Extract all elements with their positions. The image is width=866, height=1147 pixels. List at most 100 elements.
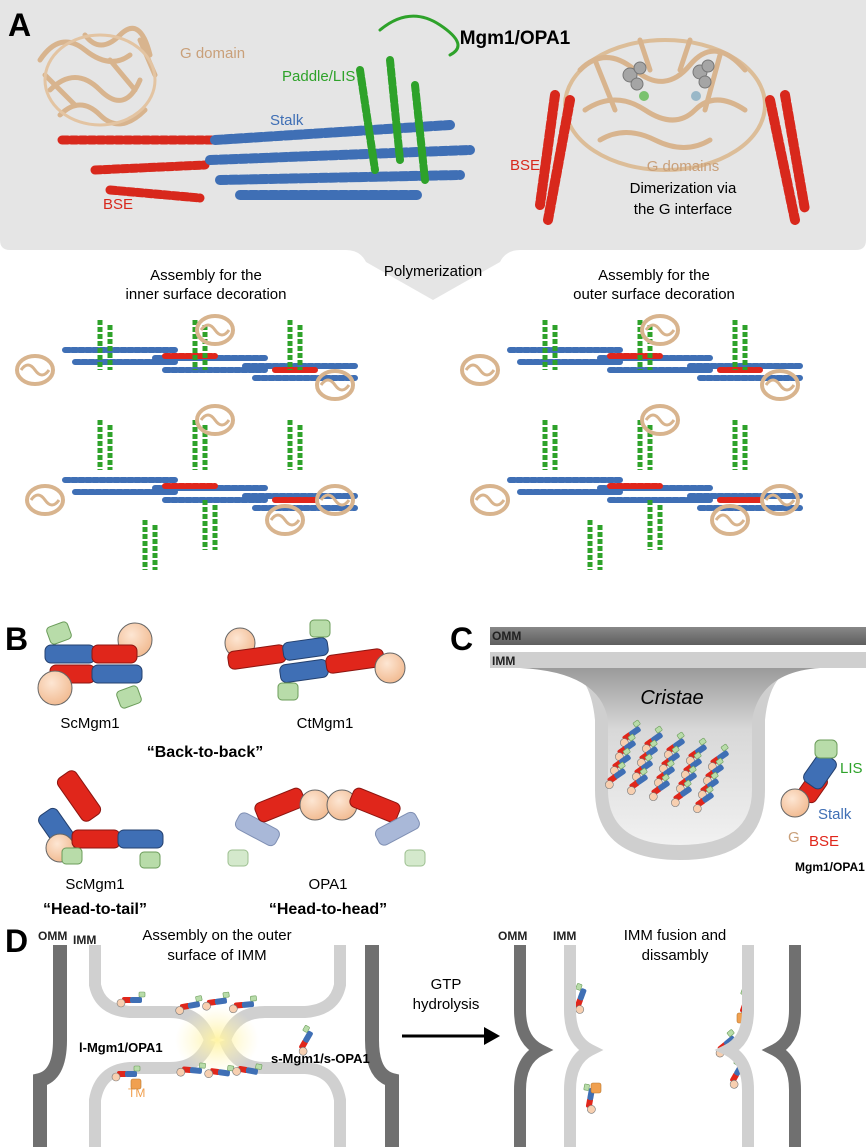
g-domain-blob-strand xyxy=(764,378,796,392)
paddle-block xyxy=(710,771,719,780)
outer-surface-assembly xyxy=(460,314,803,570)
paddle-block xyxy=(649,739,658,748)
right-title-line2: dissambly xyxy=(642,947,709,964)
panel-letter-a: A xyxy=(8,7,31,43)
omm-fused-right xyxy=(761,945,801,1147)
g-domain-blob xyxy=(760,369,800,401)
g-ball xyxy=(298,1046,308,1056)
label-tm: TM xyxy=(128,1086,145,1100)
fusion-site-glow xyxy=(175,1006,259,1074)
imm-fused-right xyxy=(714,945,754,1147)
g-domain-blob xyxy=(460,354,500,386)
paddle-block xyxy=(250,995,257,1002)
stalk-block xyxy=(680,786,692,797)
dynamin-molecule xyxy=(116,991,146,1008)
tm-anchor xyxy=(130,1078,142,1090)
paddle-block xyxy=(617,761,626,770)
g-domain-blob xyxy=(470,484,510,516)
panel-c: C OMM IMM Cristae LIS Stalk G BSE Mgm1/O… xyxy=(450,621,866,874)
paddle-block xyxy=(575,983,583,991)
label-bse: BSE xyxy=(103,196,133,213)
g-domain-blob-strand xyxy=(29,493,61,507)
legend-lis: LIS xyxy=(840,760,863,777)
stalk-block xyxy=(214,997,228,1005)
outer-assembly-title-line2: outer surface decoration xyxy=(573,286,735,303)
g-domain-blob-strand xyxy=(644,413,676,427)
paddle-helix-monomer xyxy=(356,14,460,184)
lattice-molecule xyxy=(627,767,648,795)
polymerization-label: Polymerization xyxy=(384,263,482,280)
dimer4-name: OPA1 xyxy=(309,876,348,893)
paddle-block xyxy=(683,779,692,788)
g-ball xyxy=(605,780,614,789)
outer-assembly-title-line1: Assembly for the xyxy=(598,267,710,284)
label-g-domains: G domains xyxy=(647,158,720,175)
stalk-block xyxy=(125,1071,137,1077)
dimer2-name: CtMgm1 xyxy=(297,715,354,732)
right-title-line1: IMM fusion and xyxy=(624,927,727,944)
label-imm-d-left: IMM xyxy=(73,933,96,947)
paddle-block xyxy=(583,1083,590,1091)
paddle-block xyxy=(715,757,724,766)
label-g-domain: G domain xyxy=(180,45,245,62)
lattice-molecule xyxy=(671,779,692,807)
gdp-spheres xyxy=(622,59,715,91)
arrow-label-line1: GTP xyxy=(431,976,462,993)
stalk-block xyxy=(217,1069,231,1077)
paddle-block xyxy=(639,767,648,776)
lattice-molecule xyxy=(693,785,714,813)
stalk-block xyxy=(658,780,670,791)
arrow-label-line2: hydrolysis xyxy=(413,996,480,1013)
paddle-block xyxy=(661,773,670,782)
stalk-block xyxy=(577,988,587,1001)
paddle-block xyxy=(666,759,675,768)
paddle-block xyxy=(688,765,697,774)
g-domain-blob-strand xyxy=(19,363,51,377)
tm-anchor xyxy=(590,1082,602,1094)
dynamin-molecule xyxy=(232,1063,263,1076)
g-domain-blob xyxy=(15,354,55,386)
paddle-block xyxy=(654,725,663,734)
g-domain-cartoon xyxy=(37,25,158,127)
g-domain-blob xyxy=(710,504,750,536)
g-domain-blob-strand xyxy=(764,493,796,507)
dynamin-molecule xyxy=(228,995,257,1014)
g-domain-blob xyxy=(640,404,680,436)
monomer-structure: G domain Paddle/LIS Stalk BSE xyxy=(37,14,475,213)
lattice-molecule xyxy=(664,731,685,759)
g-domain-blob-strand xyxy=(644,323,676,337)
paddle-block xyxy=(255,1063,263,1070)
panel-letter-d: D xyxy=(5,923,28,959)
dynamin-molecule xyxy=(175,995,203,1015)
g-domain-blob xyxy=(265,504,305,536)
left-title-line1: Assembly on the outer xyxy=(142,927,291,944)
g-ball xyxy=(232,1067,241,1076)
imm-fused-left xyxy=(564,945,604,1147)
g-ball xyxy=(693,804,702,813)
g-ball xyxy=(176,1067,186,1077)
g-ball xyxy=(175,1006,184,1015)
inner-assembly-title-line1: Assembly for the xyxy=(150,267,262,284)
label-omm-c: OMM xyxy=(492,629,521,643)
dynamin-molecule xyxy=(176,1062,206,1077)
paddle-block xyxy=(698,737,707,746)
paddle-block xyxy=(222,991,230,998)
paddle-block xyxy=(622,747,631,756)
g-ball xyxy=(649,792,658,801)
left-title-line2: surface of IMM xyxy=(167,947,266,964)
label-dimerization-line1: Dimerization via xyxy=(630,180,737,197)
g-ball xyxy=(729,1079,739,1089)
g-ball xyxy=(587,1105,596,1114)
omm-left-outer xyxy=(33,945,67,1147)
g-ball xyxy=(204,1069,213,1079)
stalk-block xyxy=(241,1001,255,1008)
stalk-helix-monomer xyxy=(205,120,475,200)
dynamin-molecule xyxy=(575,983,587,1014)
paddle-block xyxy=(671,745,680,754)
stalk-block xyxy=(130,997,142,1003)
panel-letter-c: C xyxy=(450,621,473,657)
stalk-block xyxy=(245,1067,259,1075)
g-domain-blob xyxy=(640,314,680,346)
label-imm-c: IMM xyxy=(492,654,515,668)
panel-a-title: Mgm1/OPA1 xyxy=(460,28,571,49)
